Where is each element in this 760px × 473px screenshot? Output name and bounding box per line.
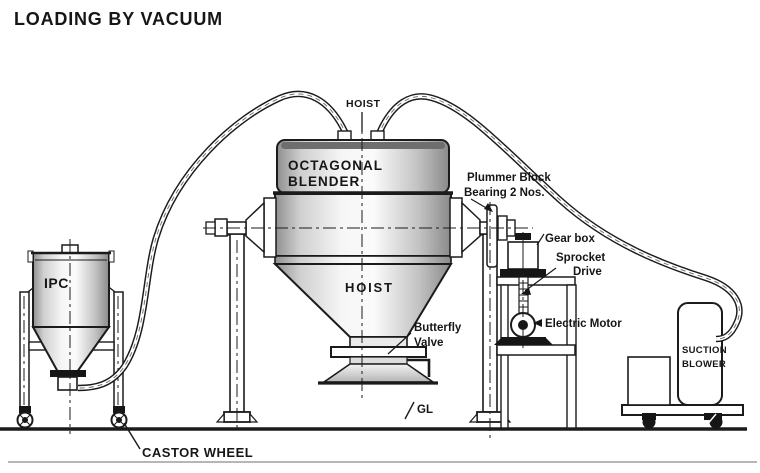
blender-label-line2: BLENDER xyxy=(288,174,360,189)
blender-cap-shade xyxy=(281,142,445,149)
ipc-assembly: IPC xyxy=(16,239,128,434)
blender-band xyxy=(274,193,452,257)
left-hose-pipe xyxy=(77,90,350,392)
suction-blower-body xyxy=(677,302,723,406)
suction-blower-label-line1: SUCTION xyxy=(682,345,727,356)
plummer-block-label-line2: Bearing 2 Nos. xyxy=(464,187,545,199)
ipc-rim-tab-right xyxy=(108,250,115,263)
butterfly-valve-label-line2: Valve xyxy=(414,337,443,349)
left-base-gusset-a xyxy=(215,412,225,423)
frame-post-left xyxy=(500,284,509,429)
suction-blower-label-line2: BLOWER xyxy=(682,359,726,370)
trolley-wheel-right-icon xyxy=(709,415,723,429)
blender-label-line1: OCTAGONAL xyxy=(288,158,383,173)
sprocket-leader-line xyxy=(524,267,557,292)
discharge-skirt xyxy=(321,363,436,383)
hoses xyxy=(77,90,743,392)
right-base-gusset-a xyxy=(468,412,478,423)
ipc-discharge-spout xyxy=(57,376,78,391)
motor-mount-flare xyxy=(494,338,553,345)
page-title: LOADING BY VACUUM xyxy=(14,9,223,29)
gl-slash-mark xyxy=(404,401,415,420)
left-base-gusset-b xyxy=(249,412,259,423)
electric-motor-label: Electric Motor xyxy=(545,318,622,330)
trolley-platform xyxy=(621,404,744,416)
blower-motor-box xyxy=(627,356,671,406)
valve-handle xyxy=(407,358,431,377)
blender-rim xyxy=(274,255,452,265)
gear-box-label: Gear box xyxy=(545,233,595,245)
frame-top-member xyxy=(496,276,576,286)
gl-label: GL xyxy=(417,404,433,416)
sprocket-leader-arrow xyxy=(521,288,531,295)
butterfly-valve xyxy=(318,336,438,385)
sprocket-drive-label-line1: Sprocket xyxy=(556,252,605,264)
butterfly-leader-line xyxy=(387,332,412,355)
hoist-label-top: HOIST xyxy=(346,98,381,110)
electric-motor-hub xyxy=(518,320,528,330)
right-hose-pipe xyxy=(374,93,743,343)
ipc-discharge-flange xyxy=(50,370,86,377)
trolley-wheel-slash xyxy=(705,413,717,427)
ipc-rim-tab-left xyxy=(27,250,34,263)
drive-sprocket xyxy=(486,204,498,268)
castor-wheel-label: CASTOR WHEEL xyxy=(142,445,253,460)
butterfly-valve-label-line1: Butterfly xyxy=(414,322,462,334)
motor-leader-arrow xyxy=(533,319,542,327)
octagonal-blender-assembly: OCTAGONAL BLENDER HOIST xyxy=(203,112,533,438)
frame-mid-member xyxy=(496,344,576,356)
hoist-label-cone: HOIST xyxy=(345,280,394,295)
ipc-label: IPC xyxy=(44,275,69,291)
plummer-leader-arrow xyxy=(484,203,493,212)
castor-wheel-left xyxy=(16,406,34,429)
drive-assembly xyxy=(494,232,577,429)
castor-leader-line xyxy=(123,422,141,450)
suction-blower-assembly: SUCTION BLOWER xyxy=(621,302,744,429)
gear-box-leader-line xyxy=(536,233,545,246)
sprocket-drive-label-line2: Drive xyxy=(573,266,602,278)
castor-wheel-right xyxy=(110,406,128,429)
plummer-block-label-line1: Plummer Block xyxy=(467,172,551,184)
annotations: HOIST Plummer Block Bearing 2 Nos. Gear … xyxy=(123,98,622,460)
trolley-wheel-left-icon xyxy=(642,415,656,429)
frame-post-right xyxy=(566,284,577,429)
